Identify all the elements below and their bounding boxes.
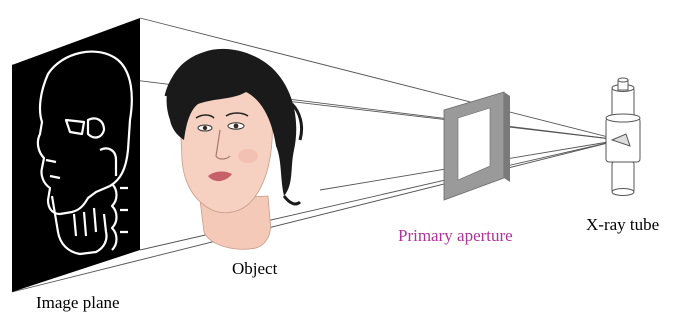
xray-tube-icon xyxy=(606,78,640,196)
primary-aperture-label: Primary aperture xyxy=(398,226,513,246)
image-plane xyxy=(12,18,140,292)
image-plane-panel xyxy=(12,18,140,292)
image-plane-label: Image plane xyxy=(36,293,120,313)
aperture-edge xyxy=(504,92,510,182)
primary-aperture xyxy=(444,92,510,200)
xray-tube-label: X-ray tube xyxy=(586,215,659,235)
object-head xyxy=(166,49,302,249)
object-label: Object xyxy=(232,259,277,279)
